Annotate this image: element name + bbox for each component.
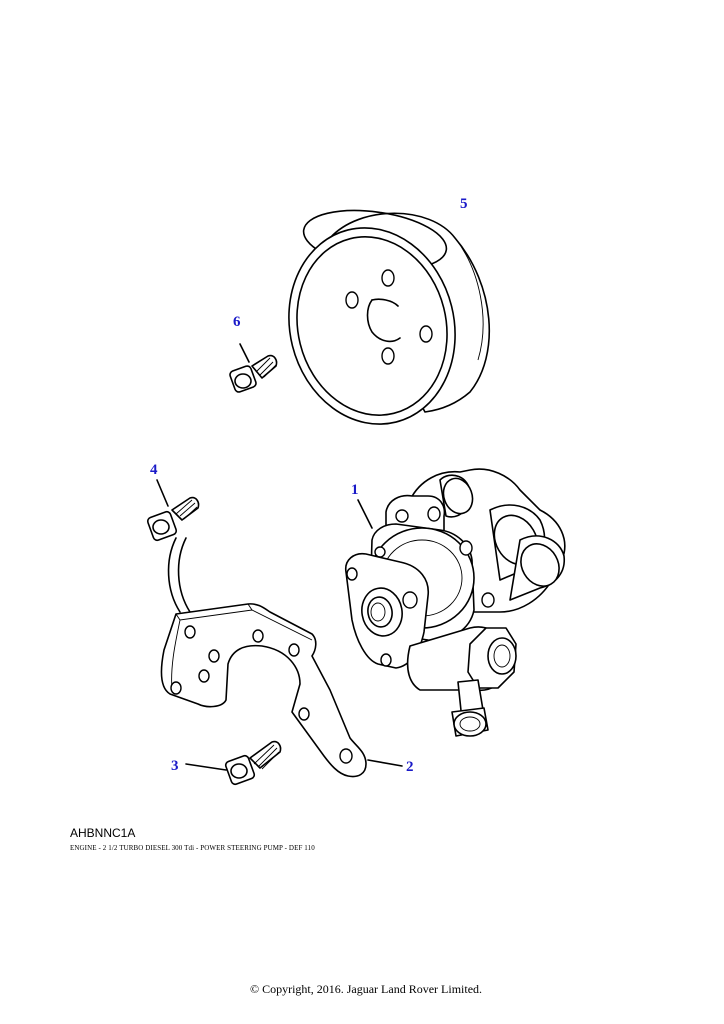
pulley-part	[288, 209, 491, 425]
callout-1-pump[interactable]: 1	[351, 482, 359, 498]
copyright-notice: © Copyright, 2016. Jaguar Land Rover Lim…	[249, 982, 483, 996]
callout-2-bracket[interactable]: 2	[406, 759, 414, 775]
pump-bolt-part	[146, 479, 200, 613]
bracket-bolt-part	[185, 740, 282, 786]
diagram-reference-code: AHBNNC1A	[70, 826, 136, 840]
callout-4-pump-bolt[interactable]: 4	[150, 462, 158, 478]
pulley-bolt-part	[229, 343, 278, 393]
callout-3-bracket-bolt[interactable]: 3	[171, 758, 179, 774]
callout-6-pulley-bolt[interactable]: 6	[233, 314, 241, 330]
pump-part	[344, 468, 566, 737]
callout-5-pulley[interactable]: 5	[460, 196, 468, 212]
bracket-part	[160, 603, 403, 778]
diagram-caption: ENGINE - 2 1/2 TURBO DIESEL 300 Tdi - PO…	[70, 844, 315, 852]
